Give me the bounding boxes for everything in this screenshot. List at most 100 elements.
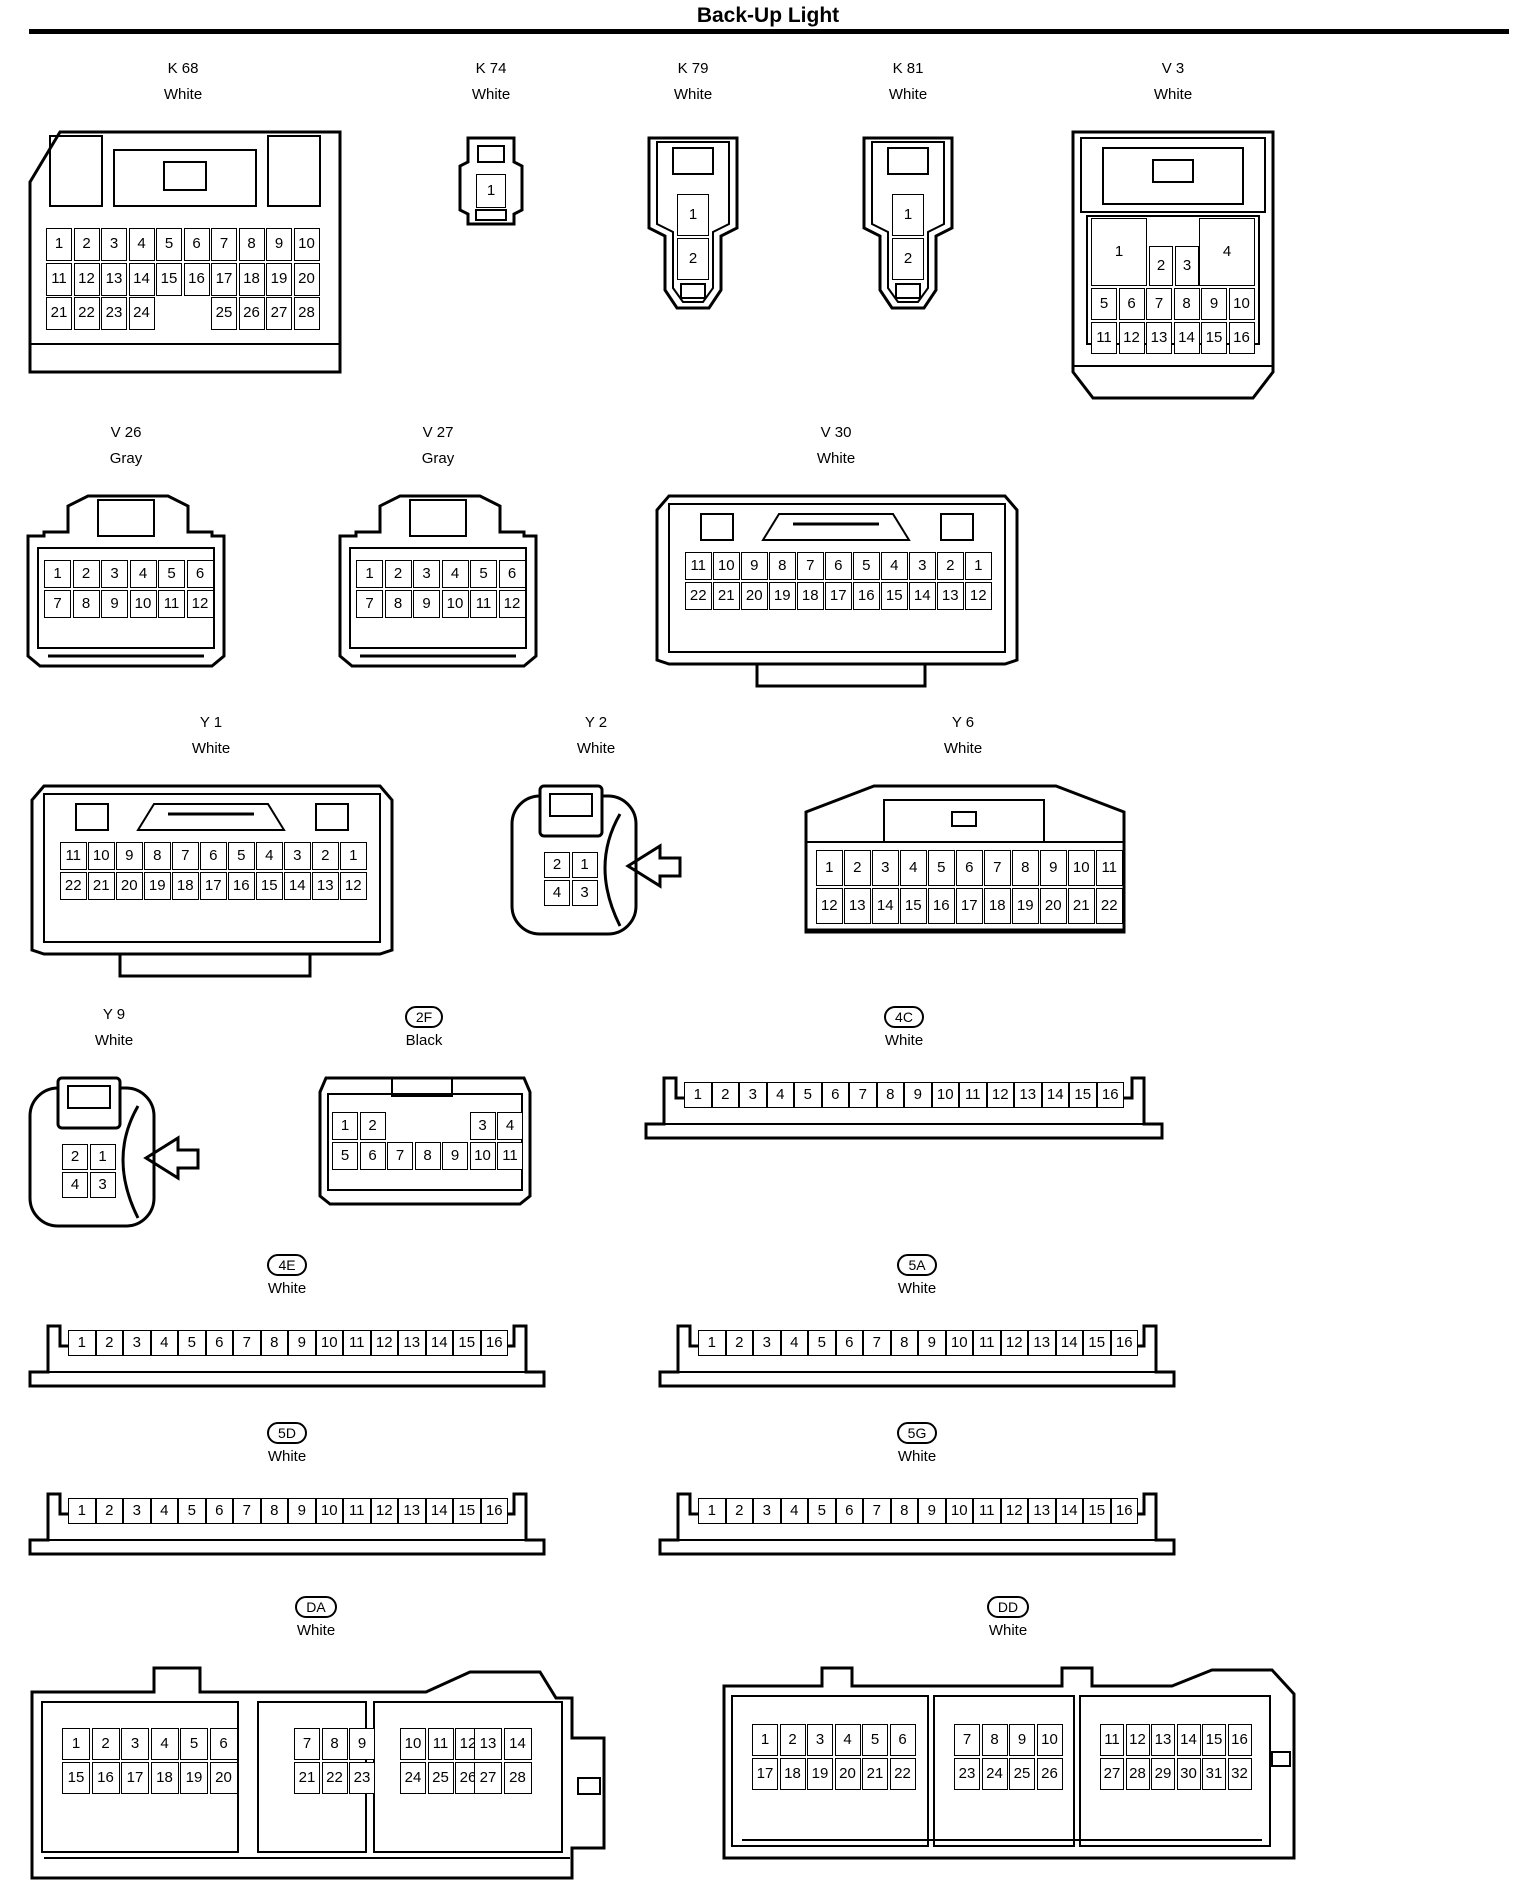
connector-id-text: Y 1 — [199, 714, 223, 731]
pin-cavity: 16 — [1110, 1330, 1138, 1356]
pin-cavity: 12 — [186, 589, 214, 618]
pin-cavity: 11 — [46, 262, 72, 296]
pin-cavity: 7 — [211, 228, 237, 261]
connector-color: White — [673, 86, 713, 103]
pin-cavity: 2 — [91, 1728, 120, 1760]
pin-cavity: 2 — [72, 560, 100, 588]
pin-cavity: 1 — [698, 1498, 726, 1524]
pin-cavity: 3 — [872, 850, 899, 886]
connector-id: K 81 — [808, 60, 1008, 78]
pin-cavity: 3 — [753, 1330, 781, 1356]
pin-cavity: 5 — [180, 1728, 208, 1760]
pin-cavity: 5 — [156, 228, 182, 261]
connector-id-text: K 74 — [475, 60, 507, 77]
pin-cavity: 9 — [1040, 850, 1067, 886]
pin-cavity: 16 — [228, 871, 255, 900]
pin-cavity: 8 — [238, 228, 265, 261]
pin-cavity: 13 — [398, 1330, 426, 1356]
pin-cavity: 5 — [794, 1082, 822, 1108]
pin-cavity: 4 — [544, 879, 570, 906]
pin-cavity: 14 — [425, 1330, 453, 1356]
pin-cavity: 17 — [211, 262, 237, 296]
connector-id-text: V 27 — [422, 424, 454, 441]
pin-cavity: 11 — [959, 1082, 987, 1108]
connector-id-text: DD — [986, 1596, 1030, 1618]
pin-cavity: 4 — [497, 1112, 523, 1140]
pin-cavity: 2 — [677, 238, 709, 280]
pin-cavity: 13 — [1028, 1498, 1056, 1524]
pin-cavity: 8 — [414, 1141, 441, 1170]
pin-cavity: 19 — [807, 1757, 833, 1790]
pin-cavity: 6 — [825, 552, 852, 580]
pin-cavity: 5 — [228, 842, 255, 870]
title-rule — [29, 29, 1509, 34]
pin-cavity: 6 — [835, 1498, 863, 1524]
pin-cavity: 10 — [1068, 850, 1095, 886]
pin-cavity: 7 — [863, 1498, 891, 1524]
pin-cavity: 1 — [677, 194, 709, 236]
pin-cavity: 3 — [469, 1112, 496, 1140]
pin-cavity: 32 — [1227, 1757, 1252, 1790]
connector-id: Y 2 — [496, 714, 696, 732]
pin-cavity: 8 — [260, 1498, 288, 1524]
pin-cavity: 1 — [44, 560, 71, 588]
pin-cavity: 14 — [1055, 1330, 1083, 1356]
connector-id-text: 4E — [267, 1254, 307, 1276]
pin-cavity: 14 — [1055, 1498, 1083, 1524]
pin-cavity: 3 — [1175, 246, 1199, 286]
pin-cavity: 8 — [890, 1330, 918, 1356]
pin-cavity: 9 — [1009, 1724, 1035, 1756]
pin-cavity: 11 — [685, 552, 712, 580]
pin-cavity: 5 — [158, 560, 185, 588]
pin-cavity: 2 — [725, 1498, 753, 1524]
pin-cavity: 4 — [62, 1171, 88, 1198]
pin-cavity: 12 — [1118, 321, 1145, 354]
pin-cavity: 11 — [973, 1498, 1001, 1524]
connector-id-text: 5D — [267, 1422, 307, 1444]
pin-cavity: 8 — [890, 1498, 918, 1524]
pin-cavity: 14 — [1176, 1724, 1201, 1756]
connector-id: 4C — [804, 1006, 1004, 1028]
connector-id: 5D — [187, 1422, 387, 1444]
pin-cavity: 18 — [984, 887, 1011, 924]
pin-cavity: 3 — [807, 1724, 833, 1756]
pin-cavity: 27 — [1100, 1757, 1124, 1790]
connector-id-text: Y 2 — [584, 714, 608, 731]
pin-cavity: 8 — [321, 1728, 348, 1760]
pin-cavity: 6 — [821, 1082, 849, 1108]
pin-cavity: 11 — [973, 1330, 1001, 1356]
pin-cavity: 3 — [909, 552, 936, 580]
connector-id: K 74 — [391, 60, 591, 78]
pin-cavity: 4 — [441, 560, 469, 588]
pin-cavity: 8 — [1173, 288, 1200, 320]
pin-cavity: 1 — [68, 1498, 96, 1524]
pin-cavity: 17 — [825, 581, 852, 610]
pin-cavity: 2 — [73, 228, 100, 261]
pin-cavity: 5 — [853, 552, 880, 580]
pin-cavity: 18 — [172, 871, 199, 900]
pin-cavity: 20 — [1040, 887, 1067, 924]
connector-id-text: 5G — [896, 1422, 938, 1444]
pin-cavity: 4 — [780, 1330, 808, 1356]
pin-cavity: 4 — [150, 1728, 179, 1760]
pin-cavity: 14 — [1041, 1082, 1069, 1108]
pin-cavity: 26 — [238, 297, 265, 330]
pin-cavity: 5 — [862, 1724, 888, 1756]
pin-cavity: 13 — [1151, 1724, 1175, 1756]
pin-cavity: 13 — [1014, 1082, 1042, 1108]
connector-color: White — [943, 740, 983, 757]
pin-cavity: 20 — [116, 871, 143, 900]
pin-cavity: 7 — [984, 850, 1011, 886]
pin-cavity: 8 — [144, 842, 171, 870]
pin-cavity: 12 — [965, 581, 992, 610]
pin-cavity: 6 — [209, 1728, 238, 1760]
pin-cavity: 23 — [954, 1757, 980, 1790]
pin-cavity: 27 — [474, 1761, 502, 1794]
pin-cavity: 8 — [260, 1330, 288, 1356]
pin-cavity: 2 — [544, 852, 570, 878]
pin-cavity: 9 — [413, 589, 440, 618]
pin-cavity: 2 — [95, 1330, 123, 1356]
pin-cavity: 12 — [1000, 1330, 1028, 1356]
connector-color: White — [471, 86, 511, 103]
connector-id: V 26 — [26, 424, 226, 442]
